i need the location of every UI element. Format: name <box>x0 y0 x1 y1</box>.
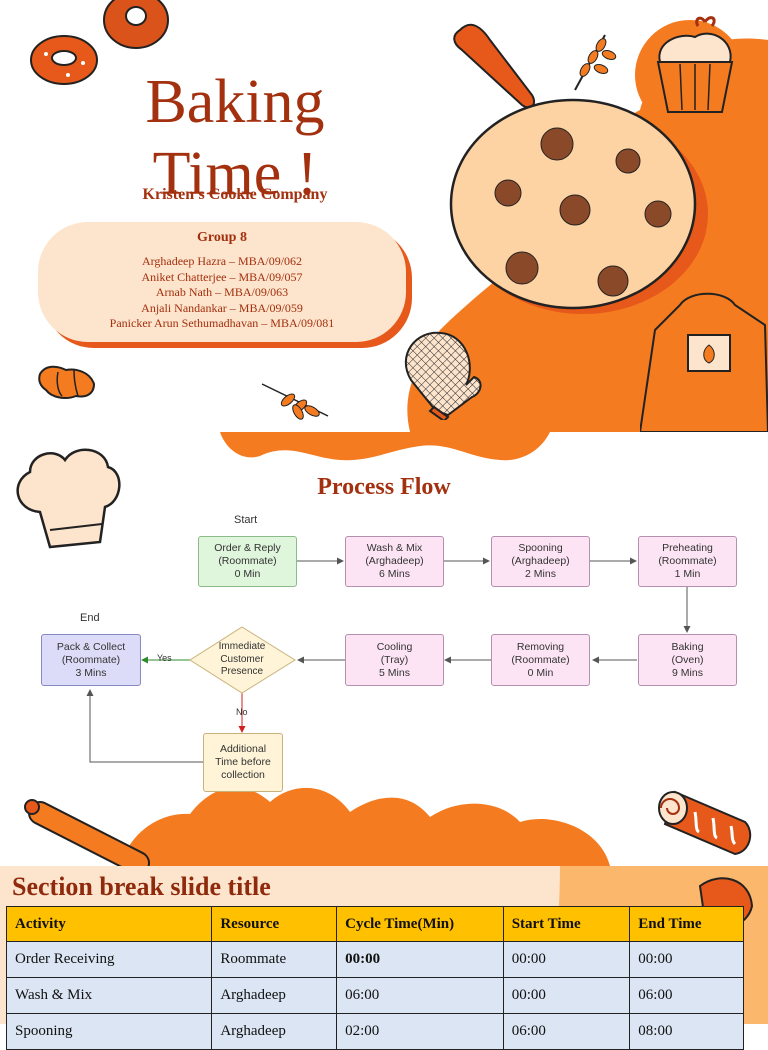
end-label: End <box>80 612 100 624</box>
slide-title: Baking Time ! Kristen's Cookie Company G… <box>0 0 768 432</box>
member-item: Panicker Arun Sethumadhavan – MBA/09/081 <box>109 316 335 330</box>
chef-hat-icon <box>16 448 121 549</box>
apron-icon <box>640 292 768 432</box>
step-time: 9 Mins <box>672 666 703 679</box>
step-resource: (Roommate) <box>61 653 121 666</box>
slide-title-text: Baking Time ! <box>145 68 325 208</box>
cookie-icon <box>449 98 708 314</box>
company-name: Kristen's Cookie Company <box>142 186 328 203</box>
step-time: 0 Min <box>527 666 554 679</box>
rolling-pin-icon <box>24 799 150 866</box>
step-line: collection <box>221 769 265 781</box>
step-name: Wash & Mix <box>366 542 423 554</box>
step-resource: (Roommate) <box>218 555 277 567</box>
step-resource: (Arghadeep) <box>365 555 424 567</box>
member-item: Arnab Nath – MBA/09/063 <box>155 285 289 299</box>
step-time: 5 Mins <box>379 666 410 679</box>
col-resource: Resource <box>211 906 338 942</box>
cell-cycle-time: 06:00 <box>336 977 504 1014</box>
step-cooling: Cooling (Tray) 5 Mins <box>345 634 444 686</box>
step-wash-mix: Wash & Mix (Arghadeep) 6 Mins <box>345 536 444 587</box>
cell-resource: Arghadeep <box>211 1013 338 1050</box>
slide2-background-shapes <box>120 432 610 866</box>
leaf-branch-icon <box>261 383 329 420</box>
no-label: No <box>236 707 248 717</box>
cell-start-time: 00:00 <box>502 941 631 978</box>
cell-resource: Roommate <box>211 941 338 978</box>
cell-start-time: 00:00 <box>502 977 631 1014</box>
step-additional-time: Additional Time before collection <box>203 733 283 792</box>
step-line: Additional <box>219 743 267 755</box>
step-resource: (Roommate) <box>511 653 570 666</box>
step-name: Baking <box>671 640 704 653</box>
table-header-row: Activity Resource Cycle Time(Min) Start … <box>5 906 744 942</box>
step-pack-collect: Pack & Collect (Roommate) 3 Mins <box>41 634 141 686</box>
slide-process-flow: Process Flow Start End Yes No Order & Re… <box>0 432 768 866</box>
decision-line: Immediate <box>218 641 266 653</box>
group-members-card: Group 8 Arghadeep Hazra – MBA/09/062 Ani… <box>38 222 406 342</box>
member-item: Anjali Nandankar – MBA/09/059 <box>141 300 303 315</box>
group-label: Group 8 <box>197 230 247 245</box>
decision-line: Presence <box>220 666 264 678</box>
step-spooning: Spooning (Arghadeep) 2 Mins <box>491 536 590 587</box>
col-start-time: Start Time <box>502 906 631 942</box>
cell-start-time: 06:00 <box>502 1013 631 1050</box>
cell-activity: Order Receiving <box>5 941 213 978</box>
timing-table: Activity Resource Cycle Time(Min) Start … <box>5 906 744 1050</box>
step-resource: (Oven) <box>671 653 704 666</box>
step-time: 6 Mins <box>379 568 410 580</box>
table-row: Wash & Mix Arghadeep 06:00 00:00 06:00 <box>5 977 744 1014</box>
flow-connectors <box>86 557 691 763</box>
step-name: Removing <box>516 640 565 653</box>
croissant-icon <box>38 365 96 399</box>
oven-mitt-icon <box>404 331 482 420</box>
section-title: Section break slide title <box>12 872 271 901</box>
cell-end-time: 08:00 <box>629 1013 744 1050</box>
step-time: 2 Mins <box>525 568 556 580</box>
step-order-reply: Order & Reply (Roommate) 0 Min <box>198 536 297 587</box>
step-time: 0 Min <box>234 568 261 580</box>
step-line: Time before <box>215 756 271 768</box>
swiss-roll-icon <box>658 790 752 856</box>
member-item: Arghadeep Hazra – MBA/09/062 <box>141 254 303 268</box>
step-resource: (Roommate) <box>658 555 717 567</box>
step-name: Cooling <box>376 640 413 653</box>
step-name: Preheating <box>662 542 713 554</box>
col-end-time: End Time <box>629 906 744 942</box>
member-item: Aniket Chatterjee – MBA/09/057 <box>141 269 303 284</box>
start-label: Start <box>234 514 258 526</box>
cupcake-icon <box>656 16 734 113</box>
cell-end-time: 00:00 <box>629 941 744 978</box>
step-name: Order & Reply <box>214 542 281 554</box>
step-resource: (Arghadeep) <box>511 555 570 567</box>
step-time: 1 Min <box>674 568 701 580</box>
donut-icon-2 <box>103 0 169 49</box>
step-time: 3 Mins <box>75 666 107 679</box>
cell-cycle-time: 02:00 <box>336 1013 504 1050</box>
cell-resource: Arghadeep <box>211 977 338 1014</box>
step-name: Pack & Collect <box>56 640 126 653</box>
cell-activity: Spooning <box>5 1013 213 1050</box>
step-resource: (Tray) <box>380 653 409 666</box>
step-name: Spooning <box>518 542 563 554</box>
cell-cycle-time: 00:00 <box>336 941 504 978</box>
step-baking: Baking (Oven) 9 Mins <box>638 634 737 686</box>
cell-activity: Wash & Mix <box>5 977 213 1014</box>
yes-label: Yes <box>157 653 172 663</box>
decision-line: Customer <box>220 653 264 665</box>
cell-end-time: 06:00 <box>629 977 744 1014</box>
step-preheating: Preheating (Roommate) 1 Min <box>638 536 737 587</box>
decision-customer-presence: Immediate Customer Presence <box>200 636 284 684</box>
col-cycle-time: Cycle Time(Min) <box>336 906 504 942</box>
process-flow-title: Process Flow <box>317 474 451 500</box>
table-row: Spooning Arghadeep 02:00 06:00 08:00 <box>5 1013 744 1050</box>
col-activity: Activity <box>5 906 213 942</box>
table-row: Order Receiving Roommate 00:00 00:00 00:… <box>5 941 744 978</box>
donut-icon <box>30 35 98 85</box>
step-removing: Removing (Roommate) 0 Min <box>491 634 590 686</box>
wheat-icon <box>574 34 617 91</box>
